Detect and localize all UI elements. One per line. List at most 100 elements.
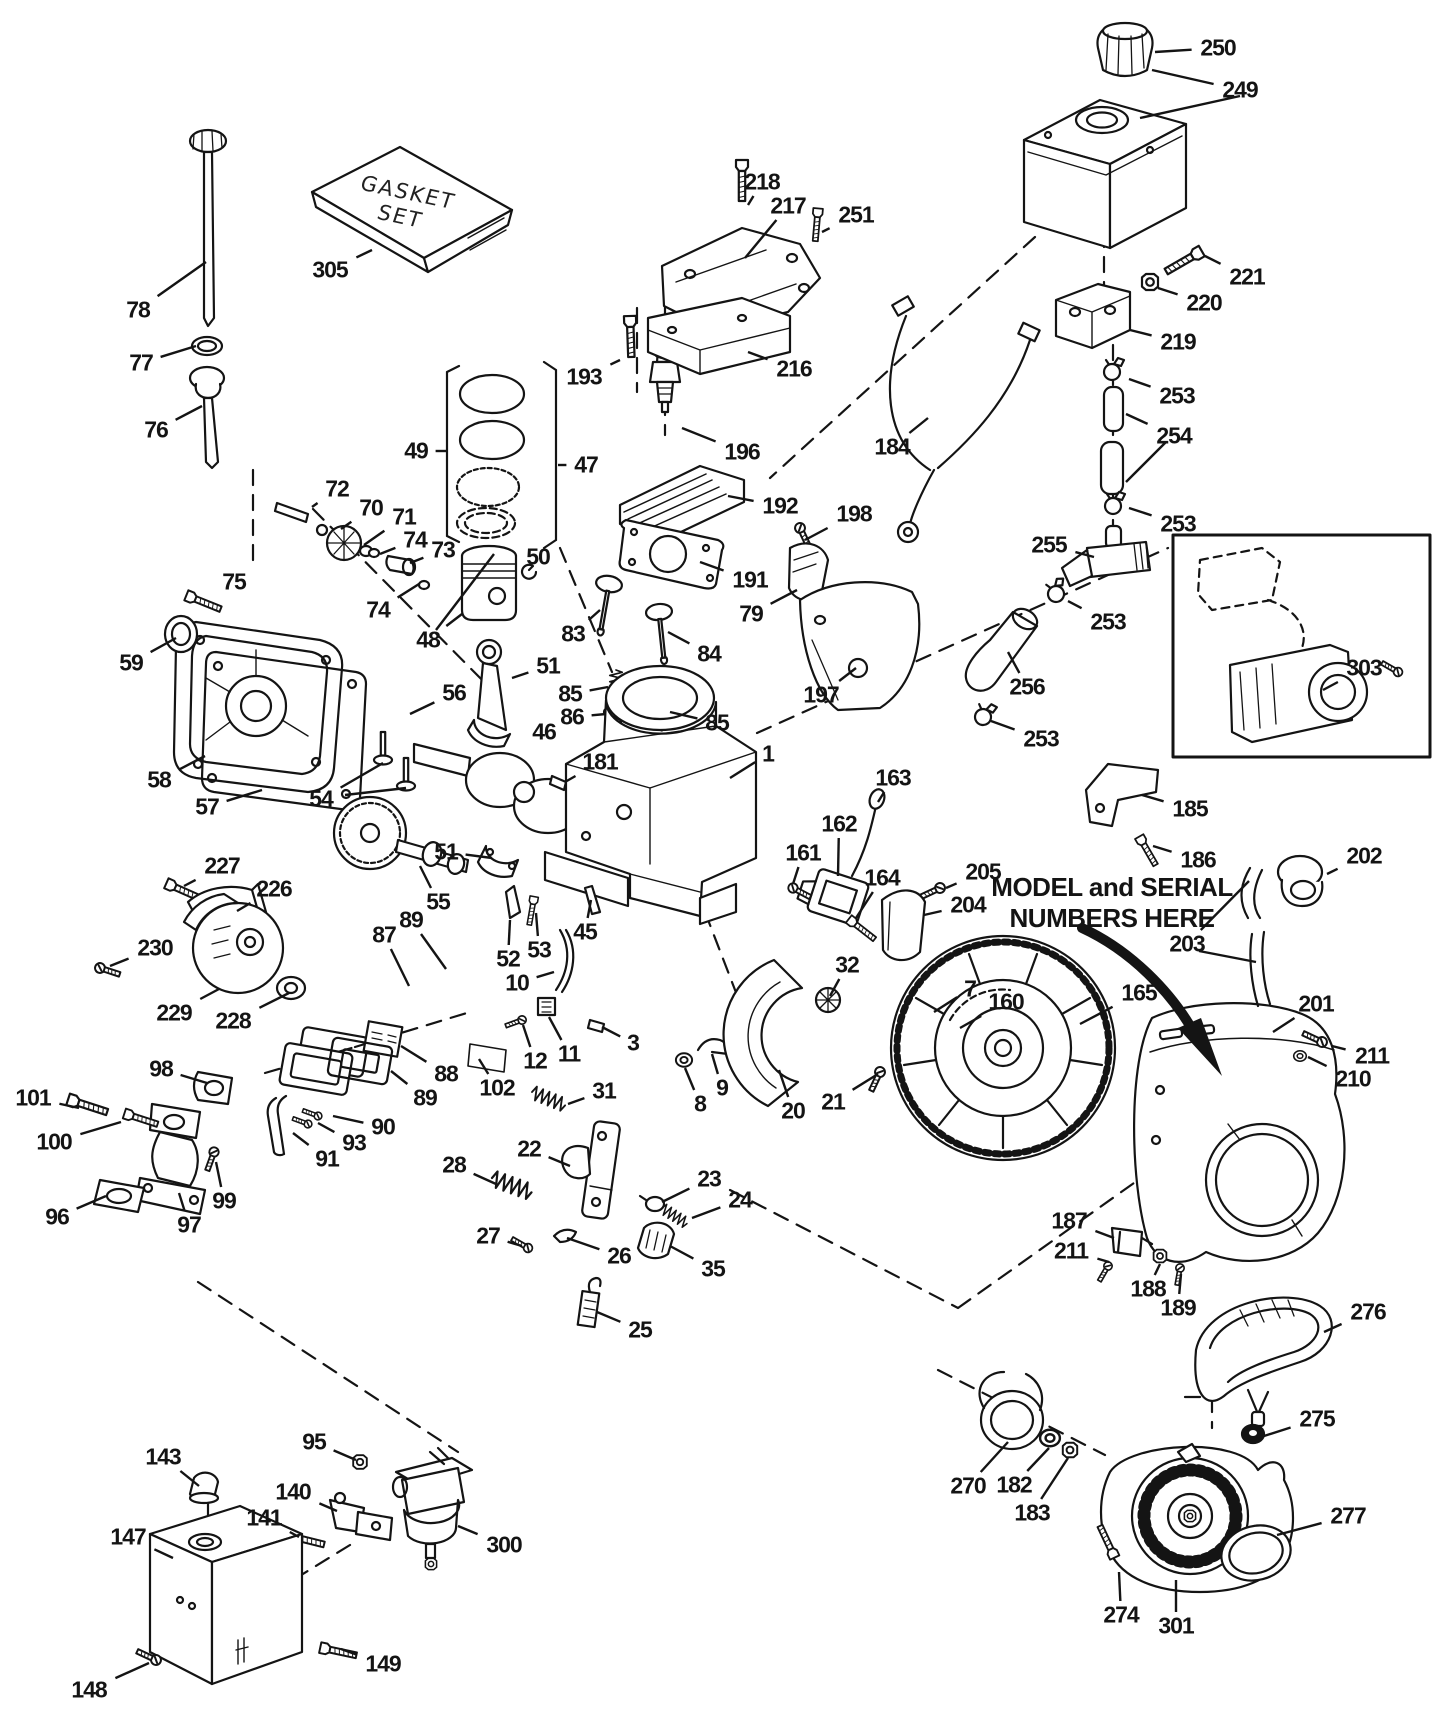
part-label-303: 303 [1346,654,1382,681]
part-label-79: 79 [739,600,764,627]
part-label-35: 35 [701,1255,726,1282]
part-label-55: 55 [426,888,451,915]
part-label-230: 230 [137,934,173,961]
nut-188 [1152,1248,1168,1264]
part-label-11: 11 [557,1040,581,1067]
starter-handle-276 [1194,1296,1333,1428]
part-label-89: 89 [399,906,424,933]
tube-203 [1240,866,1272,1008]
part-label-253: 253 [1023,725,1059,752]
piston-48 [460,544,518,622]
part-label-95: 95 [302,1428,327,1455]
recoil-starter-301 [1099,1442,1295,1594]
part-label-184: 184 [874,433,910,460]
screw-93 [290,1114,314,1130]
part-label-143: 143 [145,1443,181,1470]
part-label-147: 147 [110,1523,146,1550]
part-label-253: 253 [1090,608,1126,635]
carburetor-300 [391,1446,474,1571]
part-label-8: 8 [694,1090,707,1117]
part-label-211: 211 [1354,1042,1390,1069]
gasket-96 [92,1178,146,1214]
gasket-228 [275,975,307,1001]
intake-manifold-97 [134,1102,207,1216]
model-serial-note: MODEL and SERIAL NUMBERS HERE [991,872,1233,934]
part-label-57: 57 [195,793,220,820]
part-label-160: 160 [988,988,1024,1015]
gasket-102 [467,1043,507,1073]
bolt-251 [809,207,824,243]
part-label-56: 56 [442,679,467,706]
part-label-191: 191 [732,566,768,593]
o-ring-77 [190,335,224,357]
screw-90 [300,1106,324,1122]
tank-bracket [1054,282,1132,350]
part-label-253: 253 [1159,382,1195,409]
part-label-90: 90 [371,1113,396,1140]
washer-210 [1292,1049,1308,1063]
fuel-tank-147 [148,1504,304,1686]
fuel-hoses-254 [1099,385,1125,496]
pin-3 [586,1018,606,1034]
nut-32 [814,986,842,1014]
part-label-305: 305 [312,256,348,283]
part-label-220: 220 [1186,289,1222,316]
part-label-31: 31 [592,1077,617,1104]
bolt-101 [65,1092,111,1119]
part-label-7: 7 [964,975,977,1002]
fuel-cap [1096,21,1154,78]
piston-ring-set-49 [445,360,558,550]
plug-73-74 [367,547,431,591]
bolt-164 [844,914,879,944]
dipstick-78 [188,128,228,328]
part-label-203: 203 [1169,930,1205,957]
part-label-192: 192 [762,492,798,519]
part-label-52: 52 [496,945,521,972]
screw-189 [1172,1262,1186,1287]
part-label-76: 76 [144,416,169,443]
part-label-78: 78 [126,296,151,323]
muffler-body-229 [182,892,285,995]
part-label-46: 46 [532,718,557,745]
part-label-165: 165 [1121,979,1157,1006]
cylinder-shroud-204 [880,889,927,962]
part-label-250: 250 [1200,34,1236,61]
part-label-221: 221 [1229,263,1265,290]
part-label-28: 28 [442,1151,467,1178]
part-label-26: 26 [607,1242,632,1269]
part-label-181: 181 [582,748,618,775]
breather-tube-91 [266,1094,288,1157]
part-label-226: 226 [256,875,292,902]
part-label-93: 93 [342,1129,367,1156]
head-gasket-191 [618,518,725,590]
part-label-87: 87 [372,921,397,948]
part-label-99: 99 [212,1187,237,1214]
part-label-164: 164 [864,864,900,891]
part-label-141: 141 [246,1504,282,1531]
bolt-75 [183,589,224,616]
screw-211-baffle [1094,1259,1115,1284]
shutoff-valve-255 [1060,524,1152,588]
part-label-254: 254 [1156,422,1192,449]
part-label-255: 255 [1031,531,1067,558]
part-label-205: 205 [965,858,1001,885]
key-181 [548,774,568,792]
part-label-161: 161 [785,839,821,866]
part-label-275: 275 [1299,1405,1335,1432]
baffle-187 [1110,1226,1154,1258]
exhaust-valve-84 [644,601,679,667]
part-label-256: 256 [1009,673,1045,700]
nut-220 [1140,272,1160,292]
spring-31 [528,1084,569,1113]
part-label-228: 228 [215,1007,251,1034]
bolt-193 [622,314,639,359]
part-label-74: 74 [403,526,428,553]
screw-99 [201,1145,221,1173]
part-label-83: 83 [561,620,586,647]
nut-95 [352,1454,368,1470]
part-label-86: 86 [560,703,585,730]
camshaft-55 [332,795,470,875]
oil-pump-70 [315,523,363,562]
part-label-216: 216 [776,355,812,382]
flywheel-165 [889,934,1117,1162]
